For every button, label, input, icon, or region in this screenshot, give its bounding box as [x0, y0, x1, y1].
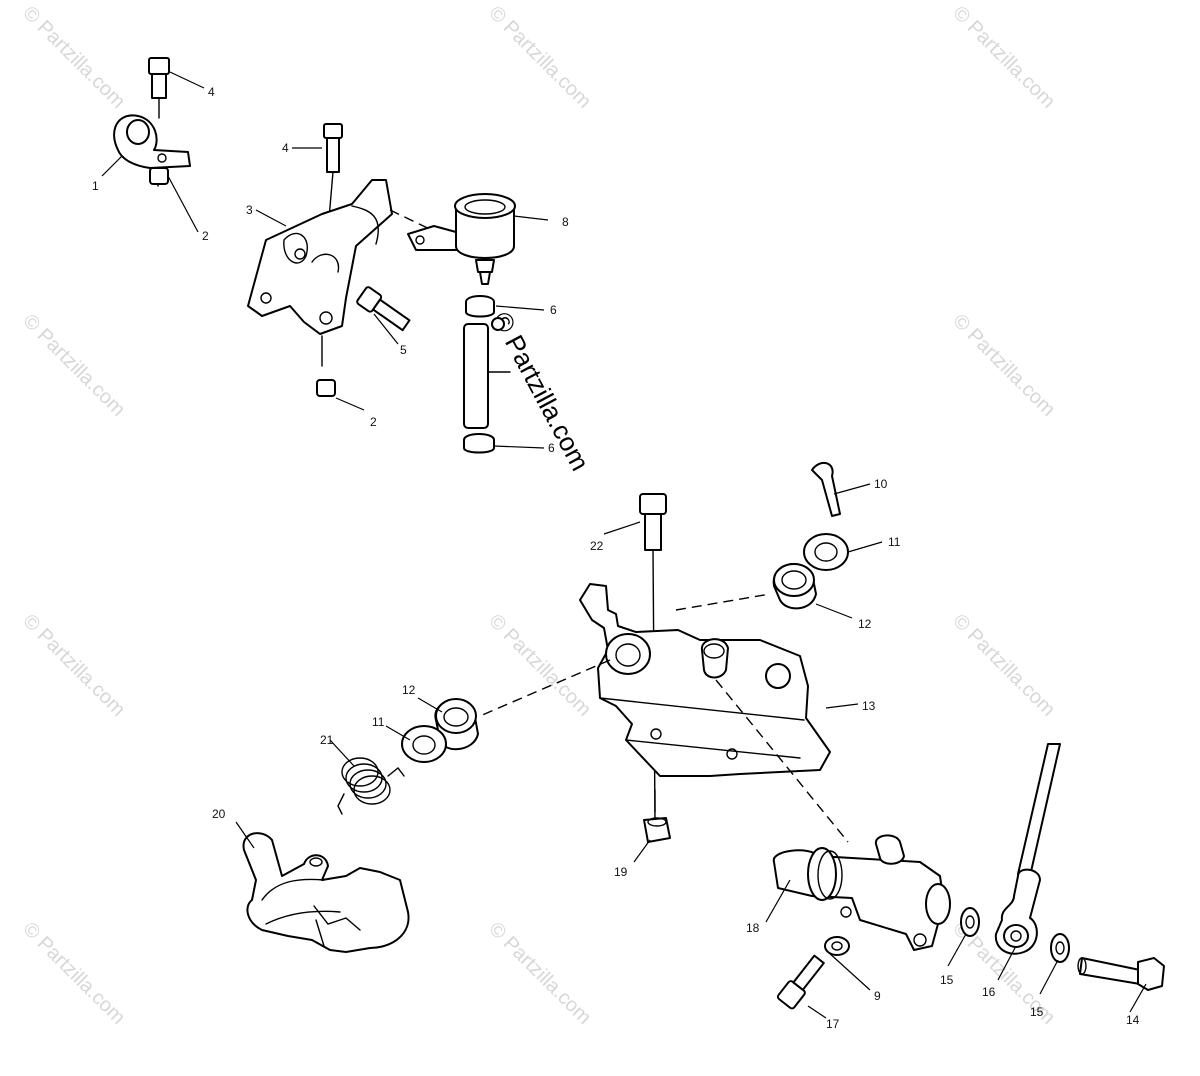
part-pedal-20 — [242, 832, 410, 953]
callout-6: 6 — [548, 441, 555, 455]
callout-12: 12 — [402, 683, 416, 697]
part-bushing-12-right — [772, 563, 817, 610]
watermark: © Partzilla.com — [948, 2, 1059, 113]
part-bracket-13 — [579, 583, 831, 777]
part-washer-11-right — [803, 533, 849, 571]
callout-20: 20 — [212, 807, 226, 821]
part-bolt-4-left — [148, 57, 170, 119]
part-hose-clamp-6-upper — [465, 295, 505, 331]
part-washer-15-left — [960, 907, 980, 937]
part-washer-9 — [824, 936, 850, 956]
callout-15: 15 — [1030, 1005, 1044, 1019]
watermark: © Partzilla.com — [484, 2, 595, 113]
watermark: © Partzilla.com — [18, 918, 129, 1029]
part-bolt-5 — [356, 286, 411, 332]
callout-11: 11 — [888, 535, 901, 549]
callout-8: 8 — [562, 215, 569, 229]
callout-12: 12 — [858, 617, 872, 631]
callout-labels: 1 2 2 3 4 4 5 6 6 8 9 10 11 11 12 12 13 … — [92, 85, 1140, 1031]
part-master-cylinder-18 — [772, 834, 951, 951]
callout-2: 2 — [370, 415, 377, 429]
watermark: © Partzilla.com — [18, 2, 129, 113]
part-bracket-3 — [247, 179, 393, 335]
callout-21: 21 — [320, 733, 334, 747]
callout-4: 4 — [208, 85, 215, 99]
callout-2: 2 — [202, 229, 209, 243]
part-nut-2-left — [149, 167, 169, 187]
part-reservoir-8 — [389, 193, 516, 285]
part-hose-clamp-6-lower — [463, 433, 495, 454]
part-bolt-14 — [1077, 957, 1165, 991]
watermark: © Partzilla.com — [484, 918, 595, 1029]
callout-1: 1 — [92, 179, 99, 193]
part-washer-11-left — [401, 725, 447, 763]
callout-17: 17 — [826, 1017, 840, 1031]
callout-11: 11 — [372, 715, 385, 729]
callout-6: 6 — [550, 303, 557, 317]
callout-16: 16 — [982, 985, 996, 999]
part-bolt-17 — [776, 954, 825, 1010]
watermark-center: © Partzilla.com — [487, 307, 596, 476]
callout-13: 13 — [862, 699, 876, 713]
callout-4: 4 — [282, 141, 289, 155]
callout-5: 5 — [400, 343, 407, 357]
part-nut-2-center — [316, 335, 336, 397]
watermark: © Partzilla.com — [948, 310, 1059, 421]
part-spring-21 — [337, 757, 405, 815]
watermark: © Partzilla.com — [18, 610, 129, 721]
part-cotter-pin-10 — [811, 461, 841, 517]
callout-10: 10 — [874, 477, 888, 491]
part-bushing-12-left — [434, 698, 479, 750]
part-hose — [463, 323, 511, 429]
part-washer-15-right — [1050, 933, 1070, 963]
callout-18: 18 — [746, 921, 760, 935]
leader-lines — [101, 71, 1147, 1019]
part-rod-end-16 — [994, 868, 1041, 955]
watermark: © Partzilla.com — [948, 610, 1059, 721]
watermark: © Partzilla.com — [484, 610, 595, 721]
callout-14: 14 — [1126, 1013, 1140, 1027]
callout-3: 3 — [246, 203, 253, 217]
callout-19: 19 — [614, 865, 628, 879]
callout-15: 15 — [940, 973, 954, 987]
watermark: © Partzilla.com — [18, 310, 129, 421]
part-clamp-1 — [113, 114, 191, 169]
part-nut-19 — [643, 789, 671, 843]
callout-9: 9 — [874, 989, 881, 1003]
part-brake-rod — [1017, 743, 1061, 877]
callout-22: 22 — [590, 539, 604, 553]
